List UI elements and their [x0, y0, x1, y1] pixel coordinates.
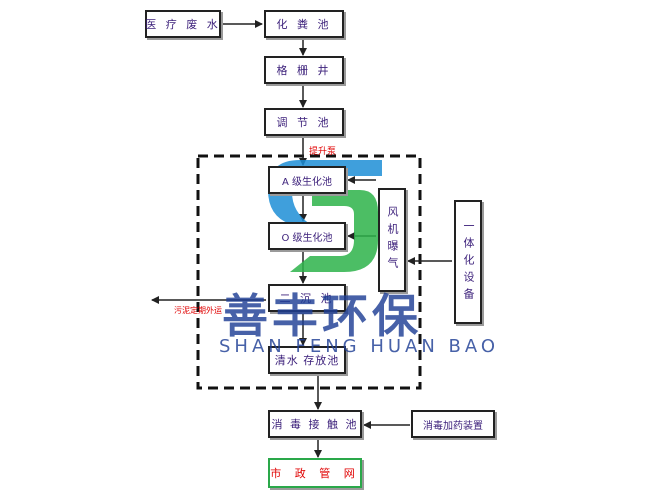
- node-air-blower: 风机曝气: [378, 188, 406, 292]
- node-dosing-device: 消毒加药装置: [411, 410, 495, 438]
- node-clear-water-tank: 清水 存放池: [268, 346, 346, 374]
- node-municipal-network: 市 政 管 网: [268, 458, 362, 488]
- node-medical-wastewater: 医 疗 废 水: [145, 10, 221, 38]
- brand-watermark-cn: 善丰环保: [222, 289, 422, 343]
- node-septic-tank: 化 粪 池: [264, 10, 344, 38]
- node-regulating-tank: 调 节 池: [264, 108, 344, 136]
- node-grille-well: 格 栅 井: [264, 56, 344, 84]
- integrated-boundary-dashed: [196, 154, 422, 390]
- node-a-stage-tank: A 级生化池: [268, 166, 346, 194]
- node-o-stage-tank: O 级生化池: [268, 222, 346, 250]
- node-integrated-equipment: 一体化设备: [454, 200, 482, 324]
- node-secondary-settling: 二 沉 池: [268, 284, 346, 312]
- lift-pump-label: 提升泵: [309, 147, 337, 157]
- node-disinfection-tank: 消 毒 接 触 池: [268, 410, 362, 438]
- sludge-out-label: 污泥定期外运: [174, 306, 222, 315]
- brand-watermark-en: SHAN FENG HUAN BAO: [219, 336, 500, 357]
